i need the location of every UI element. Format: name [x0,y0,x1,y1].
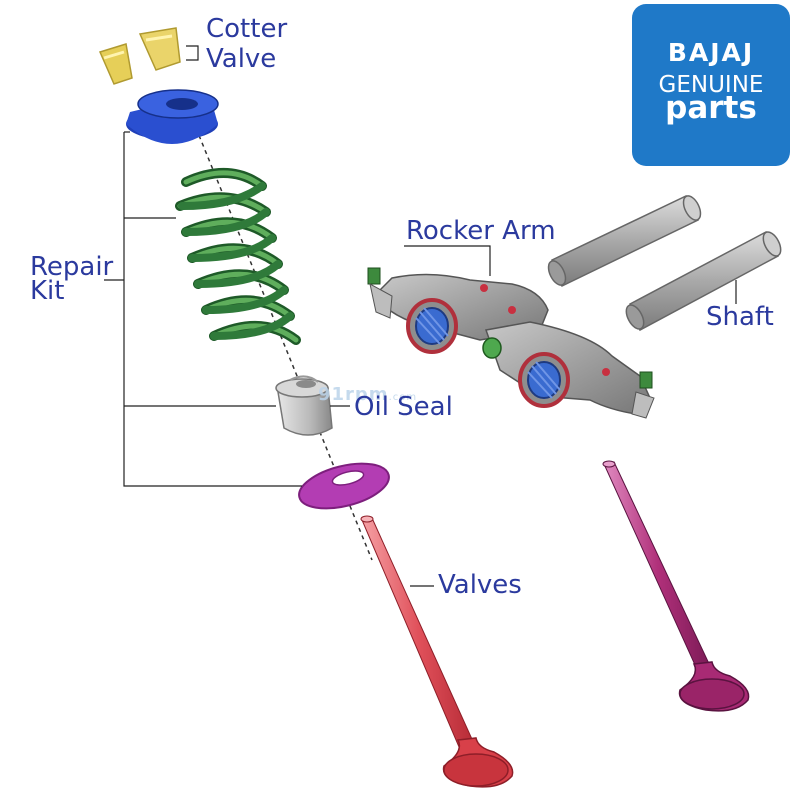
spring-seat-washer-part [298,462,390,510]
label-rocker-arm: Rocker Arm [406,216,556,246]
label-oil-seal: Oil Seal [354,392,453,422]
repair-kit-bracket [123,132,302,487]
watermark-main: 91rpm [318,384,389,405]
cotter-valve-part [98,27,181,85]
label-cotter-valve-line2: Valve [206,44,277,74]
logo-brand-text: BAJAJ [667,38,755,67]
rocker-shaft-part-2 [625,230,782,332]
logo-parts-text: parts [665,90,757,126]
label-repair-kit-line2: Kit [30,276,65,306]
label-valves: Valves [438,570,522,600]
logo-genuine-text: GENUINE [658,72,764,98]
valve-right-part [602,460,750,712]
label-shaft: Shaft [706,302,774,332]
valve-spring-part [175,168,301,345]
leader-lines [104,45,737,587]
rocker-arm-leader [404,245,491,276]
watermark: 91rpm.com [318,384,417,405]
cotter-valve-leader [186,45,199,61]
valve-left-part [360,515,514,788]
oil-seal-part [275,375,333,436]
watermark-suffix: .com [388,392,418,403]
label-cotter-valve-line1: Cotter [206,14,288,44]
valve-retainer-part [126,89,219,144]
label-repair-kit-line1: Repair [30,252,114,282]
rocker-arm-part [367,267,655,419]
rocker-shaft-part-1 [547,195,702,288]
assembly-axis-line [195,127,373,561]
bajaj-genuine-parts-logo: BAJAJ GENUINE parts [632,4,790,166]
